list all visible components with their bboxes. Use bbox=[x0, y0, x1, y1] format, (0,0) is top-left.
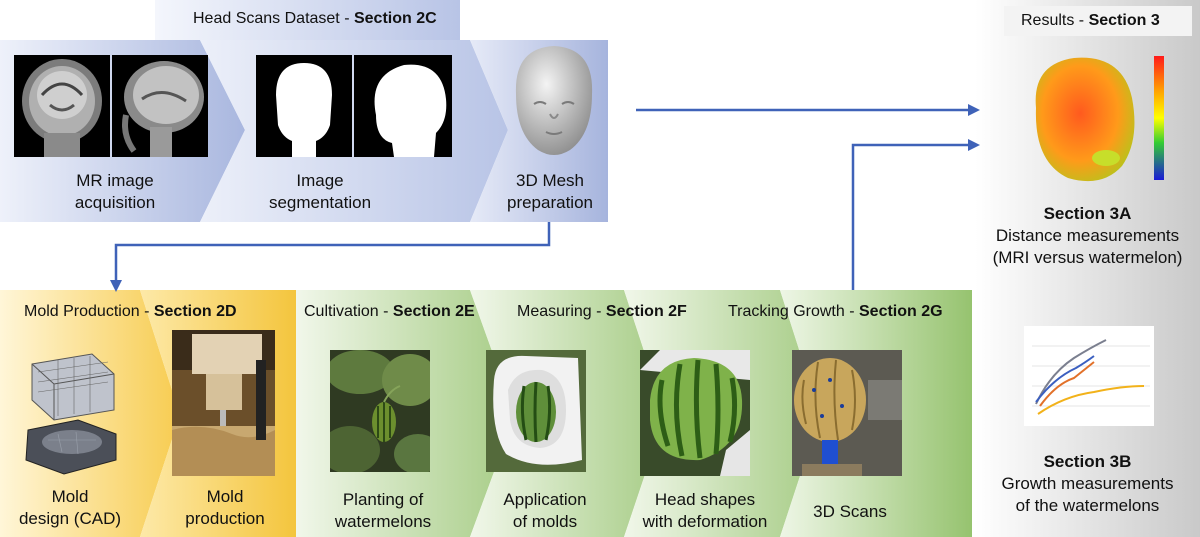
watermelon-icon bbox=[792, 350, 902, 476]
results-header-bg bbox=[1004, 6, 1192, 36]
watermelon-icon bbox=[330, 350, 430, 472]
watermelon-icon bbox=[486, 350, 586, 472]
header-results: Results - Section 3 bbox=[1021, 12, 1160, 29]
cad-mold-icon bbox=[18, 350, 122, 476]
milling-machine-icon bbox=[172, 330, 275, 476]
header-measuring: Measuring - Section 2F bbox=[517, 303, 687, 320]
connector-arrows bbox=[114, 108, 970, 290]
head-scans-header-bg bbox=[155, 0, 460, 40]
result-3a-line2: (MRI versus watermelon) bbox=[992, 248, 1183, 267]
heatmap-icon bbox=[1022, 48, 1182, 198]
segmentation-mask-icon bbox=[354, 55, 452, 157]
watermelon-icon bbox=[640, 350, 750, 476]
mri-scan-icon bbox=[112, 55, 208, 157]
head-mesh-icon bbox=[506, 42, 602, 160]
result-3b: Section 3B Growth measurements of the wa… bbox=[975, 451, 1200, 517]
result-3b-line2: of the watermelons bbox=[1015, 496, 1160, 515]
header-cultivation: Cultivation - Section 2E bbox=[304, 303, 475, 320]
line-chart-icon bbox=[1024, 326, 1154, 426]
arrow-heads bbox=[110, 104, 980, 292]
result-3b-title: Section 3B bbox=[1043, 452, 1132, 471]
header-mold-production: Mold Production - Section 2D bbox=[24, 303, 237, 320]
step-label-3d-scans: 3D Scans bbox=[813, 502, 887, 521]
result-3a-line1: Distance measurements bbox=[995, 226, 1180, 245]
segmentation-mask-icon bbox=[256, 55, 352, 157]
header-head-scans: Head Scans Dataset - Section 2C bbox=[193, 10, 437, 27]
result-3a: Section 3A Distance measurements (MRI ve… bbox=[975, 203, 1200, 269]
result-3a-title: Section 3A bbox=[1043, 204, 1132, 223]
result-3b-line1: Growth measurements bbox=[1001, 474, 1174, 493]
header-tracking: Tracking Growth - Section 2G bbox=[728, 303, 943, 320]
mri-scan-icon bbox=[14, 55, 110, 157]
